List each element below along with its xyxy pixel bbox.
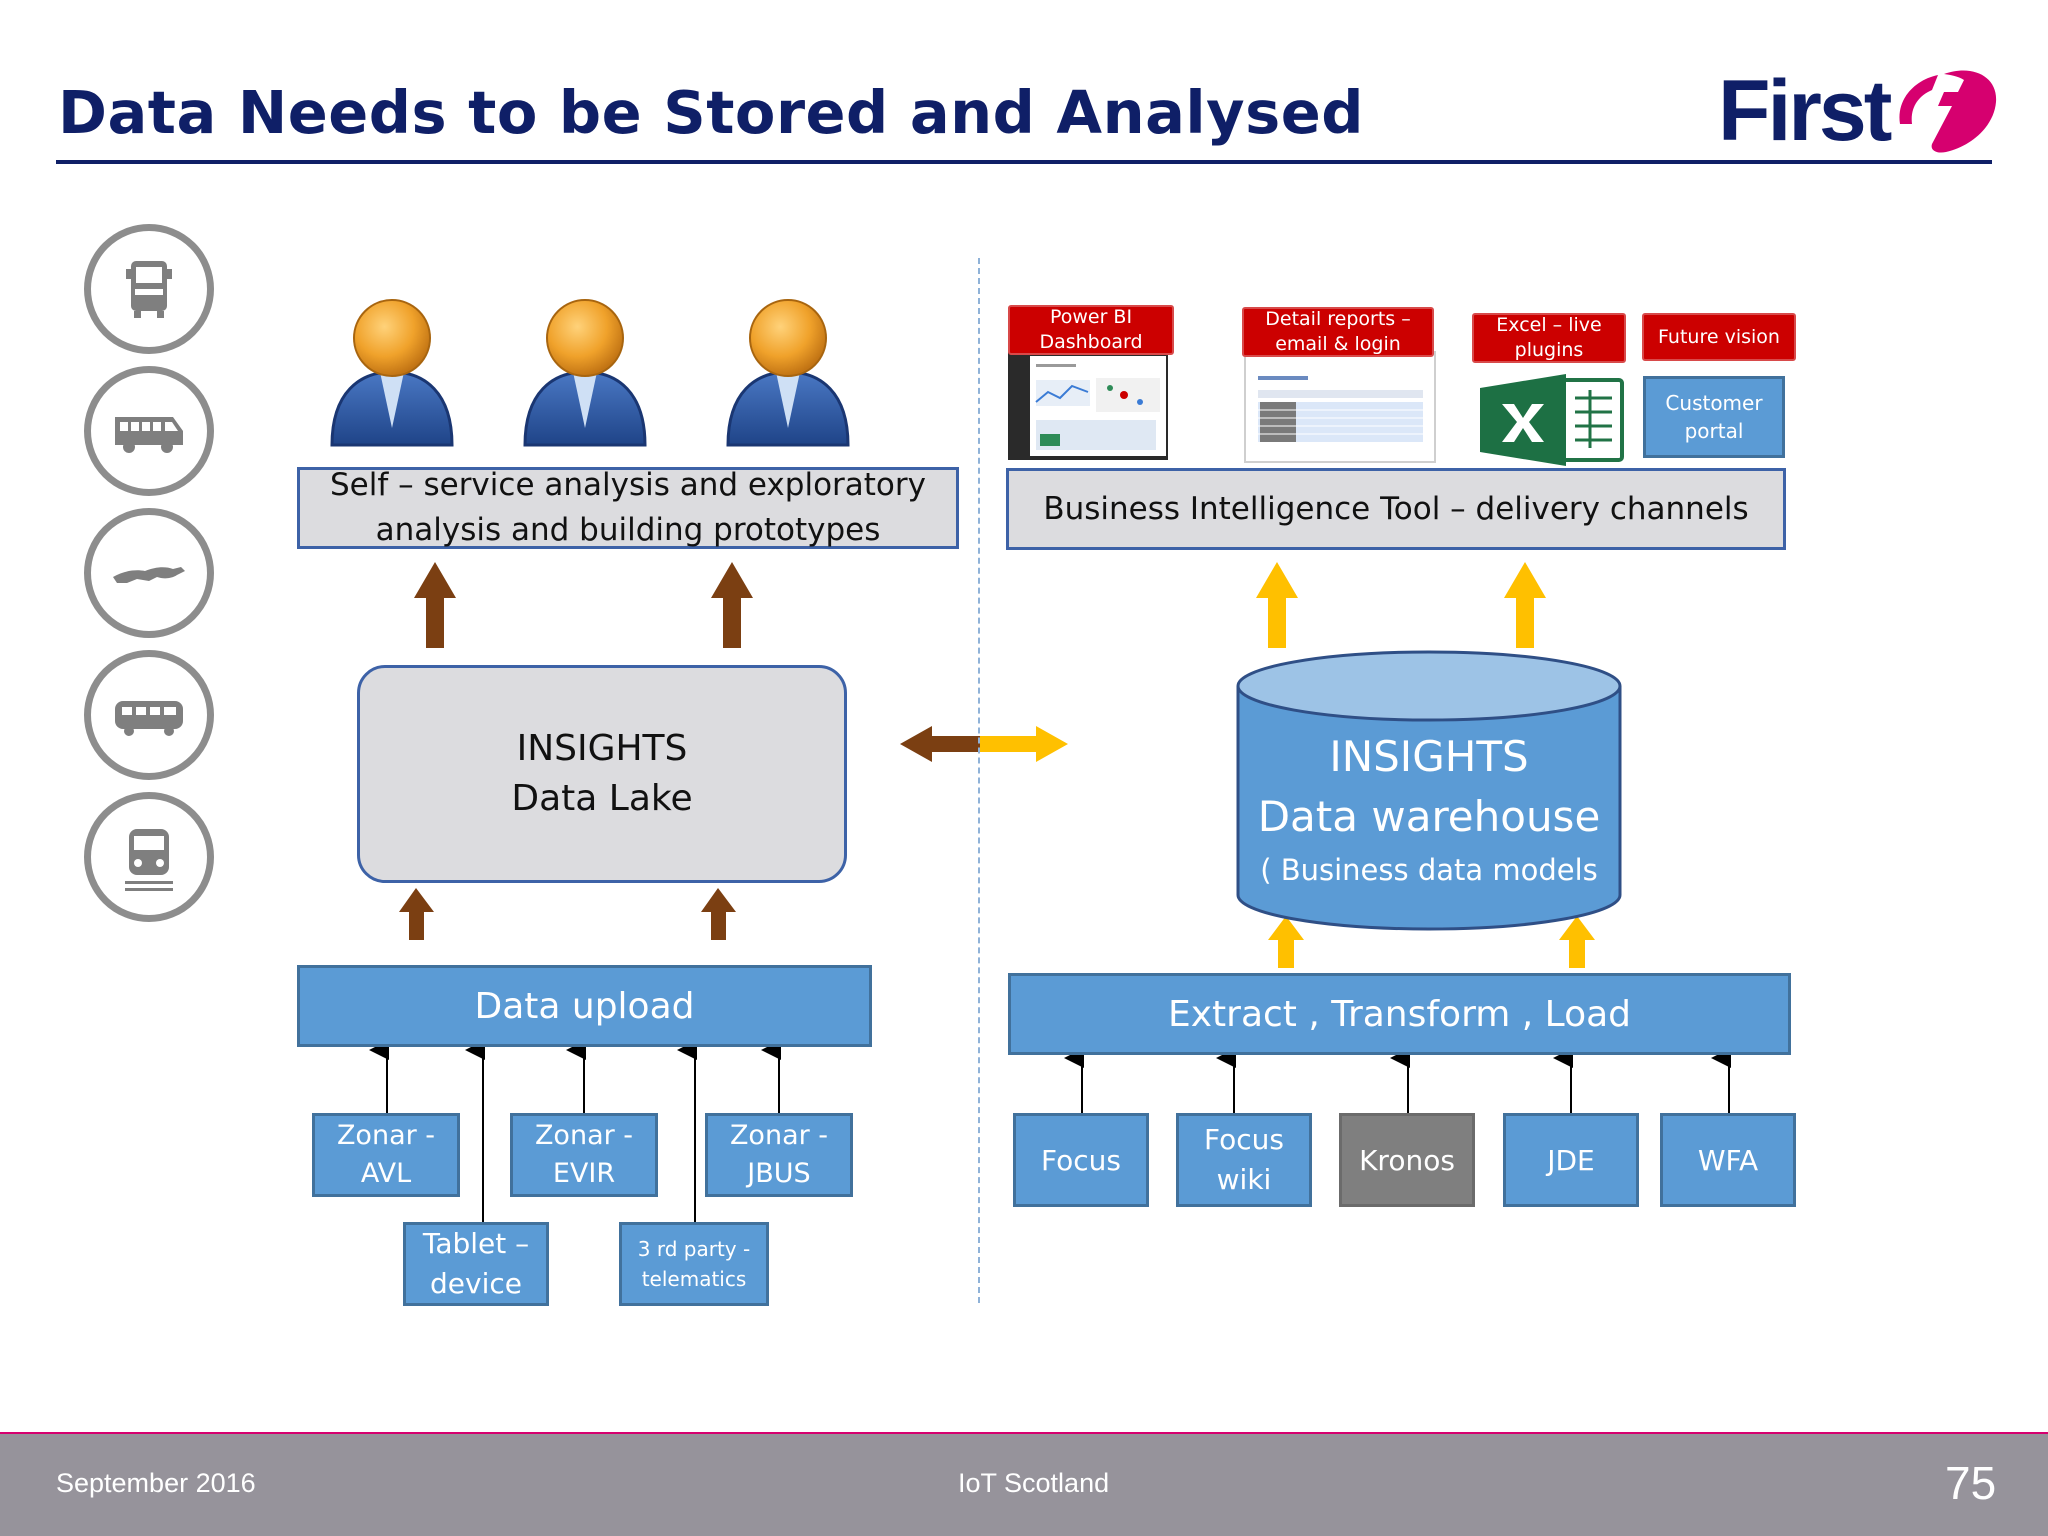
etl-box: Extract , Transform , Load bbox=[1008, 973, 1791, 1055]
warehouse-line2: Data warehouse bbox=[1257, 792, 1601, 841]
zonar-jbus-line1: Zonar - bbox=[729, 1120, 829, 1151]
self-service-label: Self – service analysis and exploratory … bbox=[329, 467, 926, 548]
excel-line1: Excel – live bbox=[1496, 314, 1602, 336]
bidirectional-arrow-yellow bbox=[980, 726, 1068, 762]
detail-reports-line1: Detail reports – bbox=[1265, 308, 1411, 330]
power-bi-line1: Power BI bbox=[1049, 306, 1133, 328]
data-lake-line2: Data Lake bbox=[511, 778, 693, 819]
future-vision-label: Future vision bbox=[1658, 325, 1780, 348]
source-wfa: WFA bbox=[1660, 1113, 1796, 1207]
source-tablet-device: Tablet – device bbox=[403, 1222, 549, 1306]
source-zonar-evir: Zonar - EVIR bbox=[510, 1113, 658, 1197]
logo-wordmark: First bbox=[1718, 63, 1892, 159]
wfa-label: WFA bbox=[1697, 1143, 1759, 1177]
arrow-etl-to-warehouse-1 bbox=[1268, 916, 1304, 968]
arrow-lake-to-selfservice-1 bbox=[414, 562, 456, 648]
data-lake-line1: INSIGHTS bbox=[516, 728, 688, 769]
self-service-analysis-box: Self – service analysis and exploratory … bbox=[297, 467, 959, 549]
title-underline bbox=[56, 160, 1992, 164]
data-warehouse-label: INSIGHTS Data warehouse ( Business data … bbox=[1238, 726, 1620, 906]
source-kronos: Kronos bbox=[1339, 1113, 1475, 1207]
first-logo: First bbox=[1718, 66, 1998, 156]
tram-icon bbox=[84, 792, 214, 922]
excel-icon bbox=[1480, 374, 1624, 466]
footer-accent-line bbox=[0, 1432, 2048, 1435]
customer-portal-line1: Customer bbox=[1665, 391, 1763, 415]
power-bi-line2: Dashboard bbox=[1039, 331, 1143, 353]
label-excel-plugins: Excel – live plugins bbox=[1472, 313, 1626, 363]
minibus-icon bbox=[84, 366, 214, 496]
detail-reports-thumbnail bbox=[1244, 351, 1436, 463]
etl-label: Extract , Transform , Load bbox=[1167, 993, 1632, 1035]
user-icon-2 bbox=[523, 299, 647, 447]
source-jde: JDE bbox=[1503, 1113, 1639, 1207]
zonar-avl-line1: Zonar - bbox=[336, 1120, 436, 1151]
arrow-upload-to-lake-1 bbox=[399, 888, 434, 940]
label-detail-reports: Detail reports – email & login bbox=[1242, 307, 1434, 357]
bus-icon bbox=[84, 224, 214, 354]
data-upload-label: Data upload bbox=[474, 985, 695, 1027]
label-future-vision: Future vision bbox=[1642, 313, 1796, 361]
tablet-line2: device bbox=[430, 1267, 522, 1300]
source-zonar-avl: Zonar - AVL bbox=[312, 1113, 460, 1197]
zonar-avl-line2: AVL bbox=[360, 1158, 412, 1189]
first-f-swoosh-icon bbox=[1899, 70, 1997, 153]
user-icon-3 bbox=[726, 299, 850, 447]
tablet-line1: Tablet – bbox=[422, 1227, 530, 1260]
source-focus: Focus bbox=[1013, 1113, 1149, 1207]
page-number: 75 bbox=[1945, 1457, 1997, 1509]
focus-wiki-label: Focus wiki bbox=[1204, 1123, 1284, 1196]
label-power-bi: Power BI Dashboard bbox=[1008, 305, 1174, 355]
coach-icon bbox=[84, 650, 214, 780]
arrow-warehouse-to-bi-1 bbox=[1256, 562, 1298, 648]
page-title: Data Needs to be Stored and Analysed bbox=[58, 78, 1364, 147]
zonar-evir-line2: EVIR bbox=[552, 1158, 616, 1189]
source-3rd-party-telematics: 3 rd party - telematics bbox=[619, 1222, 769, 1306]
section-divider bbox=[978, 258, 980, 1303]
warehouse-line3: ( Business data models bbox=[1260, 853, 1598, 887]
footer-event: IoT Scotland bbox=[958, 1468, 1110, 1498]
source-zonar-jbus: Zonar - JBUS bbox=[705, 1113, 853, 1197]
zonar-evir-line1: Zonar - bbox=[534, 1120, 634, 1151]
source-focus-wiki: Focus wiki bbox=[1176, 1113, 1312, 1207]
data-lake-box: INSIGHTS Data Lake bbox=[357, 665, 847, 883]
footer-bar: September 2016 IoT Scotland 75 bbox=[0, 1434, 2048, 1536]
warehouse-line1: INSIGHTS bbox=[1329, 732, 1529, 781]
customer-portal-line2: portal bbox=[1684, 419, 1744, 443]
focus-label: Focus bbox=[1041, 1143, 1121, 1177]
arrow-lake-to-selfservice-2 bbox=[711, 562, 753, 648]
jde-label: JDE bbox=[1547, 1143, 1595, 1177]
bi-tool-label: Business Intelligence Tool – delivery ch… bbox=[1043, 491, 1749, 527]
third-party-line1: 3 rd party - bbox=[637, 1237, 751, 1261]
data-upload-box: Data upload bbox=[297, 965, 872, 1047]
third-party-line2: telematics bbox=[641, 1267, 747, 1291]
user-icon-1 bbox=[330, 299, 454, 447]
arrow-etl-to-warehouse-2 bbox=[1559, 916, 1595, 968]
greyhound-icon bbox=[84, 508, 214, 638]
zonar-jbus-line2: JBUS bbox=[747, 1158, 811, 1189]
bidirectional-arrow-brown bbox=[900, 726, 980, 762]
data-warehouse-cylinder bbox=[1236, 650, 1622, 931]
excel-line2: plugins bbox=[1514, 339, 1584, 361]
arrow-upload-to-lake-2 bbox=[701, 888, 736, 940]
customer-portal-box: Customer portal bbox=[1643, 376, 1785, 458]
detail-reports-line2: email & login bbox=[1275, 333, 1401, 355]
arrow-warehouse-to-bi-2 bbox=[1504, 562, 1546, 648]
kronos-label: Kronos bbox=[1359, 1143, 1455, 1177]
power-bi-dashboard-thumbnail bbox=[1008, 350, 1168, 460]
footer-date: September 2016 bbox=[56, 1468, 256, 1498]
bi-tool-box: Business Intelligence Tool – delivery ch… bbox=[1006, 468, 1786, 550]
